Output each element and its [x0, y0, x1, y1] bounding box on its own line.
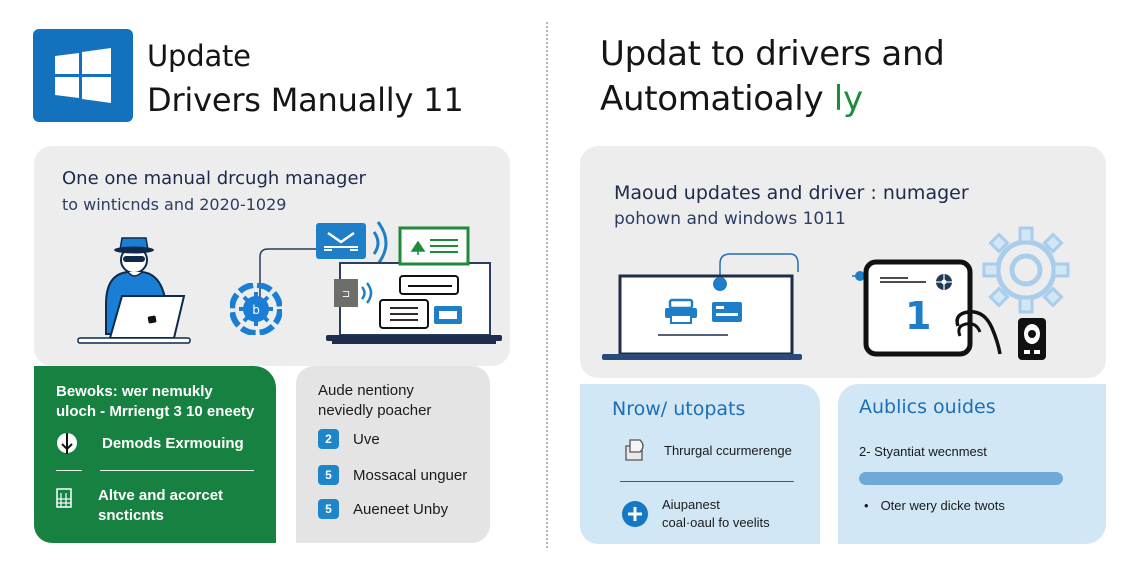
right-title-accent: ly	[833, 79, 863, 119]
divider	[100, 470, 254, 471]
gear-badge-icon[interactable]: b	[230, 283, 282, 335]
list-item-label: Demods Exrmouing	[102, 434, 244, 452]
card-heading-line2: uloch - Mrriengt 3 10 eneety	[56, 403, 255, 420]
card-heading: Bewoks: wer nemukly uloch - Mrriengt 3 1…	[56, 382, 254, 422]
panel-title: Maoud updates and driver : numager	[614, 182, 969, 204]
device-number: 1	[905, 294, 932, 338]
numbered-steps-card: Aude nentiony neviedly poacher 2 Uve 5 M…	[296, 366, 490, 543]
list-item[interactable]: Altve and acorcet sncticnts	[56, 486, 223, 526]
bullet-icon: •	[864, 498, 869, 513]
connector-line	[259, 248, 320, 316]
laptop-icon	[602, 253, 802, 360]
list-item-label-line1: Altve and acorcet	[98, 487, 224, 504]
step-badge: 2	[318, 429, 339, 449]
left-page-title: Update Drivers Manually 11	[147, 36, 464, 120]
plus-circle-icon[interactable]	[622, 501, 648, 527]
list-item-label-line1: Aiupanest	[662, 497, 720, 512]
list-item-label-line2: sncticnts	[98, 507, 164, 524]
list-item-label: Mossacal unguer	[353, 466, 468, 484]
gear-icon	[982, 226, 1070, 314]
hand-icon	[955, 310, 1002, 355]
right-title-line2: Automatioaly	[600, 79, 834, 119]
left-title-line1: Update	[147, 39, 251, 73]
person-with-laptop-icon	[77, 237, 191, 344]
divider	[620, 481, 794, 482]
list-item[interactable]: Thrurgal ccurmerenge	[624, 438, 792, 462]
card-heading: Nrow/ utopats	[612, 398, 746, 420]
public-guides-card: Aublics ouides 2- Styantiat wecnmest • O…	[838, 384, 1106, 544]
progress-label: 2- Styantiat wecnmest	[859, 444, 987, 459]
tablet-icon	[852, 259, 973, 357]
card-heading-line2: neviedly poacher	[318, 402, 432, 419]
right-title-line1: Updat to drivers and	[600, 34, 945, 74]
monitor-with-windows-icon	[326, 226, 502, 344]
list-item[interactable]: Demods Exrmouing	[56, 432, 244, 454]
manual-method-panel: One one manual drcugh manager to winticn…	[34, 146, 510, 366]
panel-title: One one manual drcugh manager	[62, 168, 366, 189]
card-heading: Aude nentiony neviedly poacher	[318, 381, 431, 421]
list-item[interactable]: 2 Uve	[318, 429, 380, 449]
list-item-label-line2: coal·oaul fo veelits	[662, 515, 770, 530]
list-item[interactable]: Aiupanest coal·oaul fo veelits	[622, 496, 770, 532]
right-page-title: Updat to drivers and Automatioaly ly	[600, 32, 945, 122]
progress-fill	[859, 472, 1063, 485]
list-item: • Oter wery dicke twots	[864, 498, 1005, 513]
printer-icon	[665, 298, 697, 324]
mail-icon[interactable]	[316, 223, 366, 259]
column-divider	[546, 22, 548, 548]
download-arrow-icon	[57, 433, 77, 454]
list-item-label: Oter wery dicke twots	[880, 498, 1005, 513]
svg-text:⊐: ⊐	[342, 289, 350, 300]
card-icon	[712, 302, 742, 322]
list-item-label: Uve	[353, 430, 380, 448]
list-item-label: Thrurgal ccurmerenge	[664, 442, 792, 458]
automatic-method-panel: Maoud updates and driver : numager pohow…	[580, 146, 1106, 378]
progress-bar	[859, 472, 1063, 485]
router-icon: ⊐	[334, 279, 373, 307]
document-icon	[625, 439, 644, 461]
phone-icon	[1018, 318, 1046, 360]
card-heading-line1: Aude nentiony	[318, 382, 414, 399]
list-item-label: Aueneet Unby	[353, 500, 449, 518]
building-icon	[56, 488, 72, 508]
step-badge: 5	[318, 499, 339, 519]
list-item[interactable]: 5 Mossacal unguer	[318, 465, 467, 485]
list-item-label: Altve and acorcet sncticnts	[98, 486, 223, 526]
panel-subtitle: pohown and windows 1011	[614, 209, 846, 229]
new-updates-card: Nrow/ utopats Thrurgal ccurmerenge Aiupa…	[580, 384, 820, 544]
manual-steps-card: Bewoks: wer nemukly uloch - Mrriengt 3 1…	[34, 366, 276, 543]
svg-text:b: b	[252, 303, 260, 317]
list-item-label: Aiupanest coal·oaul fo veelits	[662, 496, 770, 532]
windows-logo-icon	[33, 29, 133, 122]
card-heading-line1: Bewoks: wer nemukly	[56, 383, 213, 400]
panel-subtitle: to winticnds and 2020-1029	[62, 195, 287, 214]
card-heading: Aublics ouides	[859, 396, 996, 418]
divider	[56, 470, 82, 471]
step-badge: 5	[318, 465, 339, 485]
list-item[interactable]: 5 Aueneet Unby	[318, 499, 448, 519]
wireless-signal-icon	[372, 221, 388, 265]
left-title-line2: Drivers Manually 11	[147, 81, 464, 119]
